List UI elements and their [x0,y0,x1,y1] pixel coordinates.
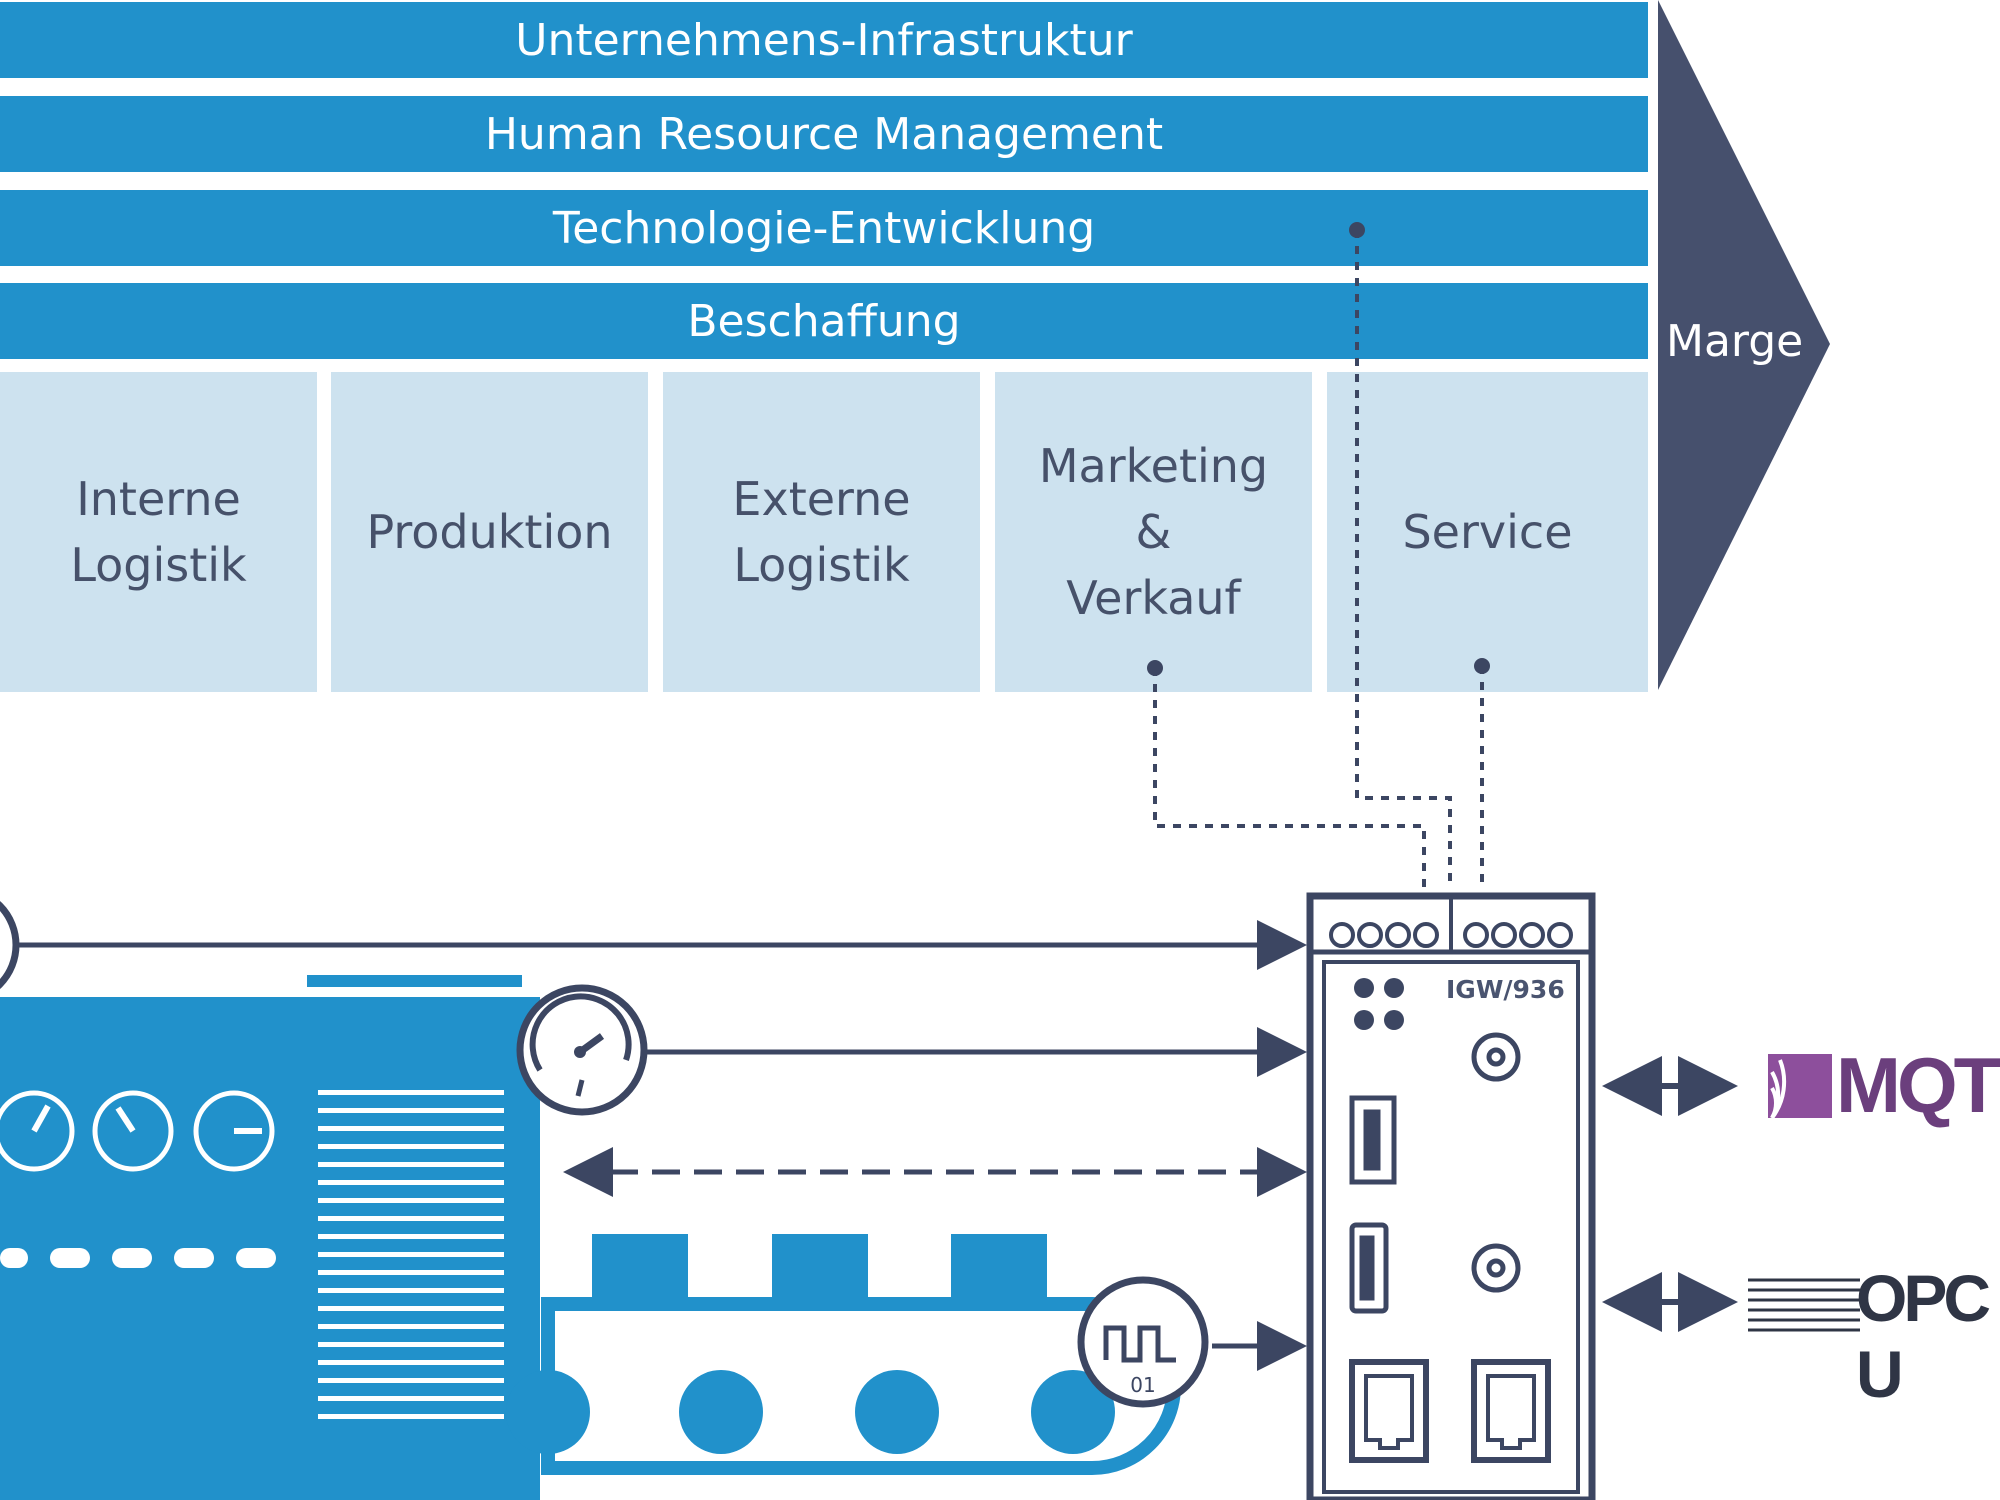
dotted-connectors [1153,230,1484,888]
support-bar-procurement: Beschaffung [0,283,1648,359]
primary-label: Interne Logistik [70,472,247,592]
pressure-gauge-icon [516,984,648,1116]
machine-gauges [0,1090,275,1172]
opc-logo-text: OPC U [1856,1261,1991,1411]
gauge-icon [193,1090,275,1172]
ethernet-port-icon [1349,1359,1551,1463]
status-led-icon [1354,978,1404,1030]
pulse-sensor-icon [1077,1276,1209,1408]
primary-production: Produktion [331,372,648,692]
sensor-icon [0,900,20,990]
support-bar-hrm: Human Resource Management [0,96,1648,172]
gauge-icon [0,1090,75,1172]
sensor-label: 01 [1130,1373,1155,1397]
support-label: Technologie-Entwicklung [552,202,1096,254]
support-bar-technology: Technologie-Entwicklung [0,190,1648,266]
connector-technology [1355,230,1452,888]
machine-top-strip [307,975,522,987]
primary-inbound-logistics: Interne Logistik [0,372,317,692]
primary-label: Marketing & Verkauf [1038,439,1269,625]
gateway-device [1306,892,1596,1500]
terminal-screws [1329,922,1573,948]
machine-indicator-dashes [0,1248,276,1268]
primary-service: Service [1327,372,1648,692]
support-label: Human Resource Management [484,108,1164,160]
conveyor-rollers [506,1370,1115,1454]
usb-port-icon [1349,1095,1397,1185]
connector-marketing [1153,668,1426,888]
connector-dot [1474,658,1490,674]
support-label: Beschaffung [687,295,961,347]
margin-arrow [1658,0,1830,690]
primary-label: Externe Logistik [732,472,911,592]
gauge-icon [92,1090,174,1172]
margin-label: Marge [1666,316,1804,367]
mqtt-logo-text: MQT [1836,1041,2000,1129]
support-bar-infrastructure: Unternehmens-Infrastruktur [0,2,1648,78]
connector-dot [1147,660,1163,676]
connector-dot [1349,222,1365,238]
gateway-model-label: IGW/936 [1446,975,1565,1004]
hdmi-port-icon [1349,1222,1389,1314]
machine-vent [318,1090,504,1419]
antenna-connector-icon [1471,1032,1521,1293]
opc-logo-icon [1748,1278,1860,1332]
primary-label: Produktion [366,505,613,559]
primary-marketing-sales: Marketing & Verkauf [995,372,1312,692]
primary-outbound-logistics: Externe Logistik [663,372,980,692]
mqtt-logo-icon [1768,1054,1832,1120]
support-label: Unternehmens-Infrastruktur [515,14,1133,66]
primary-label: Service [1402,505,1573,559]
